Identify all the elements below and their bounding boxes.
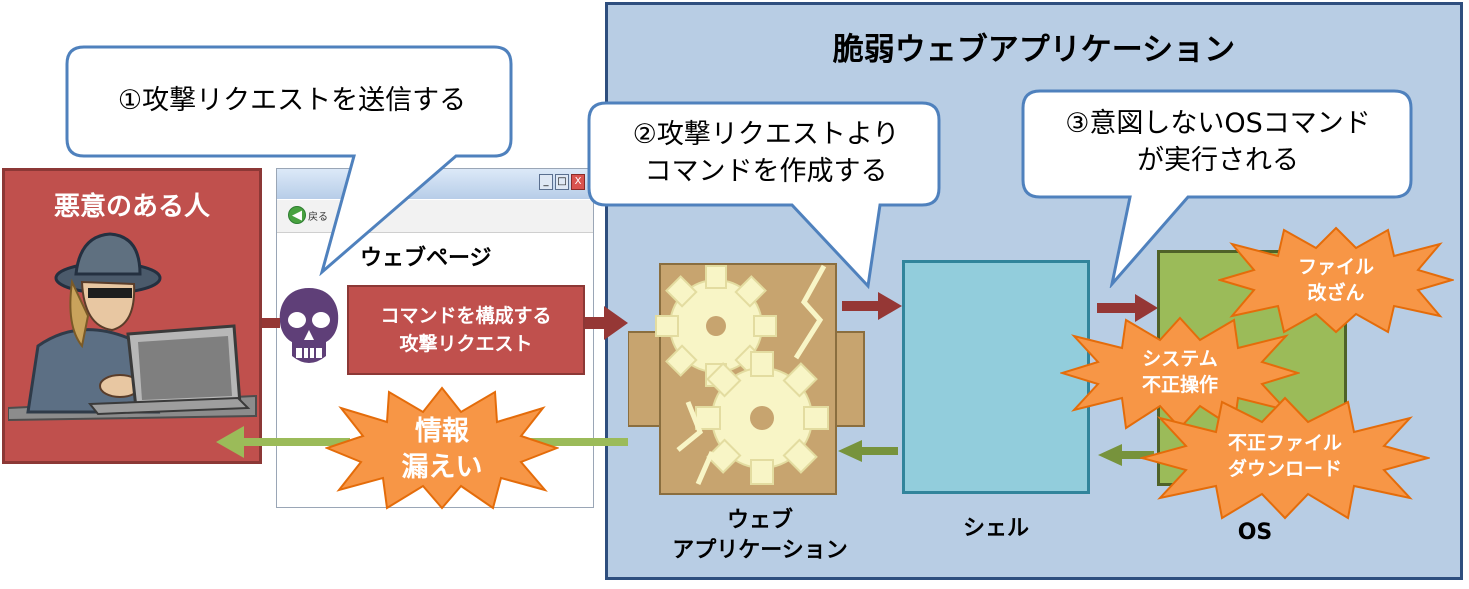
file-tamper-line-2: 改ざん: [1307, 282, 1365, 304]
callout-step1-bubble: [65, 45, 513, 276]
callout-step2-bubble: [587, 101, 941, 290]
leak-line-1: 情報: [415, 416, 469, 447]
system-abuse-text: システム 不正操作: [1110, 346, 1250, 398]
web-app-label-line-1: ウェブ: [726, 508, 793, 533]
webpage-label: ウェブページ: [360, 246, 492, 271]
system-abuse-line-1: システム: [1142, 348, 1218, 370]
illegal-download-line-2: ダウンロード: [1227, 458, 1342, 480]
system-abuse-line-2: 不正操作: [1141, 374, 1218, 396]
skull-icon: [279, 288, 339, 363]
os-label: OS: [1237, 520, 1273, 545]
callout-step3-bubble: [1021, 89, 1413, 288]
attacker-label: 悪意のある人: [53, 192, 210, 222]
illegal-download-line-1: 不正ファイル: [1227, 432, 1342, 454]
minimize-button[interactable]: _: [539, 174, 553, 190]
web-app-label: ウェブ アプリケーション: [640, 506, 880, 566]
callout-step2-text: ②攻撃リクエストより コマンドを作成する: [590, 116, 942, 190]
arrow-shell-to-webapp: [838, 440, 898, 462]
callout-step3-line-2: が実行される: [1137, 145, 1299, 176]
shell-label: シェル: [962, 516, 1029, 541]
attack-request-box: コマンドを構成する 攻撃リクエスト: [347, 285, 585, 375]
illegal-download-text: 不正ファイル ダウンロード: [1200, 430, 1370, 482]
shell-box: [902, 260, 1090, 494]
arrow-request-to-webapp: [585, 306, 628, 340]
maximize-button[interactable]: □: [555, 174, 569, 190]
back-arrow-icon[interactable]: ◀: [288, 206, 306, 224]
arrow-shell-to-os: [1097, 294, 1158, 322]
leak-text: 情報 漏えい: [375, 414, 509, 486]
attack-request-line-1: コマンドを構成する: [380, 305, 552, 327]
illegal-download-burst-shape: [1140, 396, 1430, 520]
file-tamper-line-1: ファイル: [1297, 256, 1374, 278]
browser-toolbar: [277, 200, 593, 233]
arrow-leak-to-attacker: [216, 426, 628, 458]
leak-burst-shape: [325, 386, 559, 510]
arrow-os-to-shell: [1098, 444, 1154, 466]
callout-step3-text: ③意図しないOSコマンド が実行される: [1024, 105, 1412, 179]
arrow-webapp-to-shell: [842, 292, 902, 320]
diagram-title: 脆弱ウェブアプリケーション: [832, 32, 1236, 68]
attack-request-line-2: 攻撃リクエスト: [399, 333, 533, 355]
web-app-gears-icon: [628, 263, 865, 495]
attacker-to-skull-connector: [262, 318, 280, 328]
file-tamper-text: ファイル 改ざん: [1268, 254, 1404, 306]
file-tamper-burst-shape: [1218, 226, 1454, 334]
callout-step3-line-1: ③意図しないOSコマンド: [1065, 108, 1371, 139]
leak-line-2: 漏えい: [401, 452, 483, 483]
callout-step2-line-1: ②攻撃リクエストより: [632, 119, 900, 150]
back-button-label[interactable]: 戻る: [308, 212, 328, 223]
hacker-at-laptop-icon: [8, 232, 257, 422]
close-button[interactable]: X: [571, 174, 585, 190]
callout-step2-line-2: コマンドを作成する: [644, 156, 888, 187]
web-app-label-line-2: アプリケーション: [672, 538, 848, 563]
callout-step1-text: ①攻撃リクエストを送信する: [117, 85, 467, 116]
